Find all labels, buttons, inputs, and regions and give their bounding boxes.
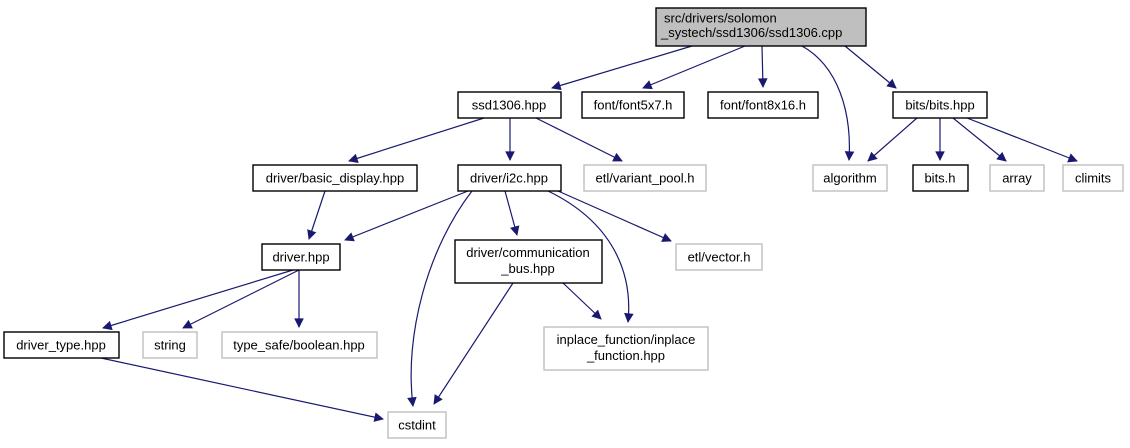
- node-font8x16[interactable]: font/font8x16.h: [707, 91, 819, 119]
- node-communication-bus[interactable]: driver/communication _bus.hpp: [454, 239, 603, 284]
- edge-driverhpp-to-drivertype: [102, 269, 294, 331]
- edge-i2c-to-etlvector: [557, 190, 672, 242]
- node-label: driver/communication: [466, 245, 590, 260]
- node-label: _systech/ssd1306/ssd1306.cpp: [660, 25, 842, 40]
- node-label: etl/vector.h: [688, 250, 751, 265]
- node-i2c[interactable]: driver/i2c.hpp: [457, 164, 562, 192]
- edge-bitsbits-to-climits: [966, 117, 1078, 163]
- node-label: algorithm: [823, 171, 876, 186]
- node-label: climits: [1075, 171, 1112, 186]
- node-algorithm[interactable]: algorithm: [812, 164, 888, 192]
- node-font5x7[interactable]: font/font5x7.h: [581, 91, 685, 119]
- node-label: string: [154, 338, 186, 353]
- edge-drivertype-to-cstdint: [100, 357, 384, 422]
- node-cstdint[interactable]: cstdint: [387, 411, 447, 439]
- edge-ssd1306cpp-to-algorithm: [801, 45, 855, 161]
- edge-layer: [100, 45, 1078, 422]
- edge-ssd1306hpp-to-variantpool: [535, 117, 623, 162]
- node-string[interactable]: string: [142, 331, 198, 359]
- node-basic-display[interactable]: driver/basic_display.hpp: [252, 164, 418, 192]
- edge-i2c-to-commbus: [504, 190, 520, 236]
- edge-ssd1306hpp-to-basicdisplay: [348, 117, 485, 163]
- node-label: driver/i2c.hpp: [470, 171, 548, 186]
- node-label: driver.hpp: [272, 250, 329, 265]
- edge-i2c-to-driverhpp: [344, 190, 469, 242]
- node-inplace-function[interactable]: inplace_function/inplace _function.hpp: [543, 326, 709, 371]
- node-type-safe-boolean[interactable]: type_safe/boolean.hpp: [221, 331, 378, 359]
- node-climits[interactable]: climits: [1062, 164, 1124, 192]
- edge-driverhpp-to-string: [182, 269, 300, 329]
- edge-commbus-to-cstdint: [433, 282, 514, 405]
- node-label: ssd1306.hpp: [472, 98, 546, 113]
- node-label: _bus.hpp: [500, 261, 555, 276]
- node-label: _function.hpp: [586, 348, 665, 363]
- edge-ssd1306cpp-to-bitsbits: [844, 45, 897, 89]
- node-label: font/font5x7.h: [594, 98, 673, 113]
- node-driver-hpp[interactable]: driver.hpp: [261, 243, 341, 271]
- node-bits-h[interactable]: bits.h: [912, 164, 969, 192]
- node-label: bits.h: [924, 171, 955, 186]
- edge-i2c-to-cstdint: [407, 190, 473, 407]
- node-label: driver_type.hpp: [16, 338, 106, 353]
- edge-ssd1306cpp-to-font5x7: [642, 45, 746, 90]
- edge-commbus-to-inplace: [562, 282, 602, 320]
- node-label: bits/bits.hpp: [905, 98, 974, 113]
- edge-ssd1306cpp-to-ssd1306hpp: [551, 45, 693, 91]
- node-label: type_safe/boolean.hpp: [233, 338, 365, 353]
- node-array[interactable]: array: [989, 164, 1045, 192]
- edge-i2c-to-inplace: [547, 190, 634, 323]
- node-label: array: [1002, 171, 1032, 186]
- edge-bitsbits-to-algorithm: [867, 117, 918, 162]
- node-variant-pool[interactable]: etl/variant_pool.h: [583, 164, 707, 192]
- node-label: src/drivers/solomon: [664, 11, 777, 26]
- node-label: font/font8x16.h: [720, 98, 806, 113]
- node-ssd1306-hpp[interactable]: ssd1306.hpp: [457, 91, 562, 119]
- node-label: cstdint: [398, 418, 436, 433]
- node-bits-bits-hpp[interactable]: bits/bits.hpp: [892, 91, 988, 119]
- node-etl-vector[interactable]: etl/vector.h: [675, 243, 763, 271]
- edge-ssd1306cpp-to-font8x16: [757, 45, 768, 88]
- edge-basicdisplay-to-driverhpp: [307, 190, 326, 240]
- node-driver-type[interactable]: driver_type.hpp: [3, 331, 120, 359]
- node-ssd1306-cpp[interactable]: src/drivers/solomon _systech/ssd1306/ssd…: [655, 7, 867, 47]
- edge-bitsbits-to-array: [952, 117, 1007, 162]
- node-label: driver/basic_display.hpp: [266, 171, 405, 186]
- node-label: etl/variant_pool.h: [595, 171, 694, 186]
- node-label: inplace_function/inplace: [557, 332, 696, 347]
